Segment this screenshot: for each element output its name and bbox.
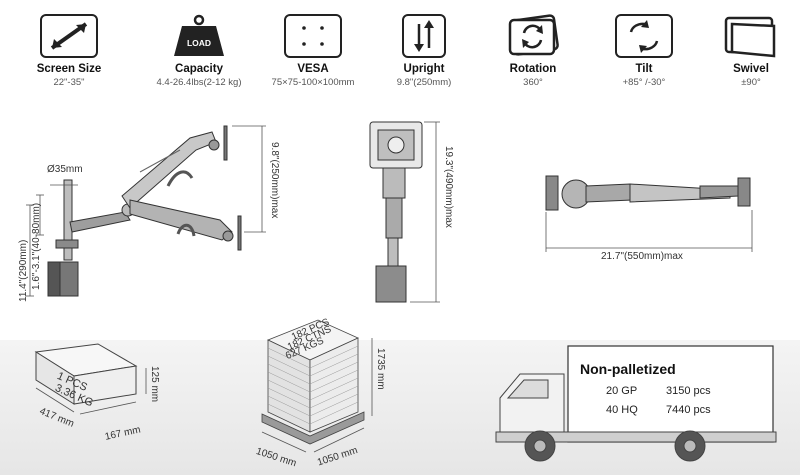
screen-frame — [284, 14, 342, 58]
weight-icon: LOAD — [174, 14, 224, 56]
shipping-qty-20gp: 3150 pcs — [666, 385, 711, 397]
tilt-icon — [629, 20, 659, 53]
spec-title: Screen Size — [36, 63, 102, 75]
spec-screen-size: Screen Size 22"-35" — [14, 14, 124, 88]
spec-title: VESA — [297, 63, 329, 75]
rotation-icon — [508, 14, 559, 56]
spec-title: Swivel — [733, 63, 769, 75]
diagonal-arrow-icon — [50, 22, 88, 50]
shipping-qty-40hq: 7440 pcs — [666, 404, 711, 416]
spec-value: 360° — [523, 77, 543, 88]
upright-max-label: 9.8"(250mm)max — [269, 142, 280, 219]
spec-value: +85° /-30° — [622, 77, 666, 88]
shipping-container-20gp: 20 GP — [606, 385, 638, 397]
pole-diameter-label: Ø35mm — [47, 164, 83, 175]
spec-capacity: LOAD Capacity 4.4-26.4lbs(2-12 kg) — [144, 14, 254, 88]
shipping-container-40hq: 40 HQ — [606, 404, 638, 416]
swivel-icon — [724, 16, 776, 58]
front-view-dimensions — [410, 121, 440, 303]
base-height-label: 11.4"(290mm) — [18, 239, 29, 302]
weight-badge: LOAD — [187, 38, 211, 48]
spec-swivel: Swivel ±90° — [696, 14, 800, 88]
screen-frame — [40, 14, 98, 58]
side-view-arm — [47, 125, 242, 297]
screen-frame — [615, 14, 673, 58]
clamp-range-label: 1.6"-3.1"(40-80mm) — [31, 202, 42, 290]
spec-vesa: VESA 75×75-100×100mm — [258, 14, 368, 88]
spec-title: Rotation — [509, 63, 557, 75]
spec-rotation: Rotation 360° — [478, 14, 588, 88]
pallet-height-label: 1735 mm — [375, 348, 386, 390]
spec-title: Tilt — [635, 63, 653, 75]
spec-title: Capacity — [175, 63, 223, 75]
top-view-dimensions — [545, 210, 753, 252]
vesa-holes-icon — [302, 26, 324, 46]
top-view-arm — [545, 175, 751, 211]
spec-value: 22"-35" — [53, 77, 85, 88]
total-height-label: 19.3"(490mm)max — [443, 146, 454, 228]
carton-height-label: 125 mm — [149, 366, 160, 403]
spec-title: Upright — [403, 63, 445, 75]
shipping-title: Non-palletized — [580, 361, 676, 377]
spec-tilt: Tilt +85° /-30° — [589, 14, 699, 88]
screen-frame — [402, 14, 446, 58]
spec-value: 9.8"(250mm) — [396, 77, 452, 88]
extension-max-label: 21.7"(550mm)max — [601, 251, 683, 262]
spec-value: 75×75-100×100mm — [271, 77, 355, 88]
front-view-arm — [369, 121, 423, 303]
spec-value: 4.4-26.4lbs(2-12 kg) — [156, 77, 242, 88]
side-view-dimensions — [26, 125, 266, 297]
spec-upright: Upright 9.8"(250mm) — [369, 14, 479, 88]
spec-value: ±90° — [741, 77, 761, 88]
up-down-arrows-icon — [414, 20, 434, 52]
